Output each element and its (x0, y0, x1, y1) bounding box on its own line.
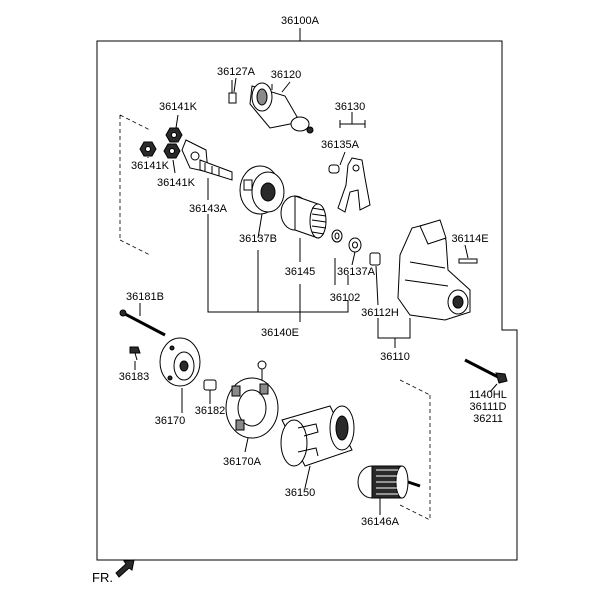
part-36183-screw (129, 346, 141, 361)
label-36182: 36182 (195, 405, 226, 417)
label-36170a: 36170A (223, 456, 262, 468)
part-36135a-pin (328, 164, 340, 174)
label-36183: 36183 (119, 371, 150, 383)
part-36141k-nut-a (165, 127, 183, 143)
part-36127a-bolt (228, 80, 237, 104)
bracket-36140e (207, 214, 349, 322)
label-36114e: 36114E (451, 233, 488, 245)
label-36140e: 36140E (261, 327, 299, 339)
label-36112h: 36112H (361, 307, 399, 319)
label-36141k-top: 36141K (159, 101, 198, 113)
part-36137b-gear-housing (239, 165, 285, 215)
label-36130: 36130 (335, 101, 366, 113)
assembly-frame (96, 40, 518, 561)
front-direction-label: FR. (92, 570, 113, 585)
label-36111d: 36111D (470, 401, 507, 413)
part-36145-pinion (280, 195, 327, 239)
part-36150-yoke (280, 405, 355, 467)
label-36181b: 36181B (126, 291, 164, 303)
label-36143a: 36143A (189, 203, 228, 215)
label-36137b: 36137B (239, 233, 277, 245)
label-36110: 36110 (380, 351, 410, 363)
part-36120-solenoid (249, 82, 314, 134)
label-36100a: 36100A (281, 15, 320, 27)
bracket-36110 (377, 318, 411, 348)
label-36141k-bottom: 36141K (157, 177, 196, 189)
part-36112h-bushing (369, 252, 381, 266)
front-direction-arrow-icon (115, 559, 135, 578)
guide-right-lower (399, 379, 431, 521)
part-36146a-armature (357, 465, 421, 499)
part-36110-front-housing (397, 219, 471, 321)
part-36181b-through-bolt (119, 309, 166, 337)
part-36130-lever (337, 157, 371, 213)
label-36127a: 36127A (217, 66, 256, 78)
label-36120: 36120 (271, 69, 302, 81)
part-36170a-brush-holder (225, 360, 279, 439)
label-36150: 36150 (285, 487, 316, 499)
part-36141k-nut-b (139, 141, 157, 157)
part-36182-bushing (203, 379, 217, 391)
part-36137a-washer (348, 237, 362, 253)
label-1140hl: 1140HL (469, 389, 507, 401)
guide-left-upper (119, 114, 151, 256)
label-36141k-left: 36141K (131, 160, 170, 172)
part-36141k-nut-c (163, 143, 181, 159)
label-36137a: 36137A (337, 266, 376, 278)
bracket-36130 (339, 112, 366, 128)
part-36143a-shaft (181, 139, 233, 181)
label-36135a: 36135A (321, 139, 360, 151)
label-36146a: 36146A (361, 516, 400, 528)
bracket-36102 (334, 258, 349, 285)
leaders (134, 77, 498, 515)
label-36211: 36211 (473, 413, 503, 425)
part-1140hl-bolt (464, 358, 508, 384)
part-36114e-pin (458, 258, 478, 264)
label-36145: 36145 (285, 266, 316, 278)
part-36170-rear-cover (159, 337, 201, 387)
label-36102: 36102 (330, 292, 361, 304)
part-36102-ring (331, 229, 343, 243)
label-36170: 36170 (155, 415, 186, 427)
